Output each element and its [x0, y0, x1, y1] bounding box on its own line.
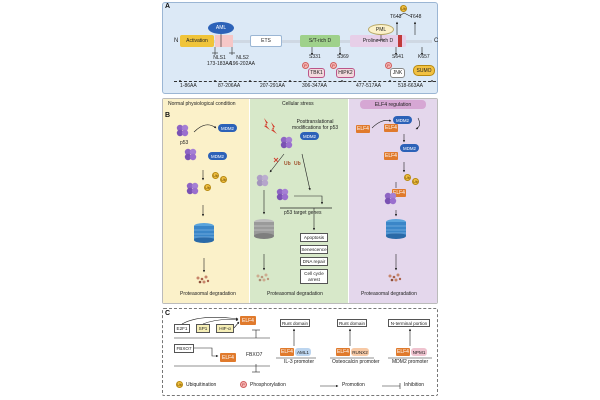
aml1-badge: AML1: [295, 348, 311, 356]
ub-icon: Ub: [400, 5, 407, 12]
s331-label: S331: [309, 54, 321, 60]
legend-ubiquitination: Ubiquitination: [186, 382, 217, 388]
panel-c-frame: [162, 308, 438, 396]
legend-inhibition: Inhibition: [404, 382, 425, 388]
jnk-badge: JNK: [390, 68, 405, 78]
t648-label: T648: [410, 14, 422, 20]
il3-promoter-label: IL-3 promoter: [284, 359, 315, 365]
elf4-badge: ELF4: [220, 353, 236, 362]
phospho-icon: P: [302, 62, 309, 69]
ub-text: Ub: [284, 161, 291, 167]
runx2-badge: RUNX2: [351, 348, 369, 356]
aml-ellipse: AML: [208, 22, 234, 34]
outcome-senescence: Senescence: [300, 245, 328, 254]
ub-icon: Ub: [212, 172, 219, 179]
legend-phosphorylation: Phosphorylation: [250, 382, 286, 388]
ub-icon: Ub: [412, 178, 419, 185]
ub-icon: Ub: [220, 176, 227, 183]
elf4-badge: ELF4: [384, 124, 398, 132]
sumo-badge: SUMO: [413, 65, 435, 76]
column-header-normal: Normal physiological condition: [168, 101, 236, 107]
mdm2-badge: MDM2: [400, 144, 419, 152]
s369-label: S369: [337, 54, 349, 60]
figure: A AML PML N C Activation ETS S/T-rich D …: [160, 0, 440, 400]
elf4-badge: ELF4: [280, 348, 294, 356]
range-axis: [174, 81, 436, 82]
outcome-dna-repair: DNA repair: [300, 257, 328, 266]
panel-a-letter: A: [165, 3, 171, 10]
elf4-badge: ELF4: [240, 316, 256, 325]
e2f1-box: E2F1: [174, 324, 190, 333]
mdm2-badge: MDM2: [208, 152, 227, 160]
pml-label: PML: [375, 26, 387, 33]
k657-label: K657: [418, 54, 430, 60]
aml-label: AML: [215, 25, 227, 31]
panel-b-letter: B: [165, 112, 171, 119]
range-label: 207-291AA: [260, 83, 286, 89]
tbk1-badge: TBK1: [308, 68, 325, 78]
degradation-label: Proteasomal degradation: [267, 291, 323, 297]
phospho-icon: P: [330, 62, 337, 69]
phospho-icon: P: [240, 381, 247, 388]
n-terminal-box: N-terminal portion: [388, 319, 430, 327]
degradation-label: Proteasomal degradation: [180, 291, 236, 297]
runt-domain-box: Runt domain: [337, 319, 367, 327]
elf4-badge: ELF4: [396, 348, 410, 356]
elf4-badge: ELF4: [384, 152, 398, 160]
p53-label: p53: [180, 140, 189, 146]
proline-accent: [398, 35, 402, 47]
runt-domain-box: Runt domain: [280, 319, 310, 327]
pml-ellipse: PML: [368, 24, 394, 35]
hif-box: HIF-α: [216, 324, 234, 333]
ub-icon: Ub: [404, 174, 411, 181]
range-label: 518-663AA: [398, 83, 424, 89]
mdm2-badge: MDM2: [393, 116, 412, 124]
degradation-label: Proteasomal degradation: [361, 291, 417, 297]
fbxo7-label: FBXO7: [246, 352, 263, 358]
fbxo7-box: FBXO7: [174, 344, 194, 353]
range-label: 306-347AA: [302, 83, 328, 89]
panel-a-background: [162, 2, 438, 94]
elf4-badge: ELF4: [336, 348, 350, 356]
phospho-icon: P: [385, 62, 392, 69]
elf4-badge: ELF4: [356, 125, 370, 133]
legend-promotion: Promotion: [342, 382, 365, 388]
ets-domain: ETS: [250, 35, 282, 47]
column-header-elf4: ELF4 regulation: [360, 100, 426, 109]
proline-rich-domain: Proline-rich D: [350, 35, 406, 47]
elf4-badge: ELF4: [392, 189, 406, 197]
osteocalcin-promoter-label: Osteocalcin promoter: [332, 359, 380, 365]
mdm2-promoter-label: MDM2 promoter: [392, 359, 429, 365]
sp1-box: SP1: [196, 324, 210, 333]
range-label: 1-86AA: [180, 83, 197, 89]
activation-domain: Activation: [180, 35, 214, 47]
mdm2-badge: MDM2: [300, 132, 319, 140]
p53-target-genes-label: p53 target genes: [284, 210, 322, 216]
outcome-apoptosis: Apoptosis: [300, 233, 328, 242]
s641-label: S641: [392, 54, 404, 60]
nls-block: [215, 35, 233, 47]
panel-c-letter: C: [165, 310, 171, 317]
ub-icon: Ub: [176, 381, 183, 388]
c-terminus: C: [434, 38, 439, 44]
column-header-stress: Cellular stress: [282, 101, 314, 107]
diagram-graphics: [174, 12, 433, 389]
hipk2-badge: HIPK2: [336, 68, 355, 78]
ub-text: Ub: [294, 161, 301, 167]
ub-icon: Ub: [204, 184, 211, 191]
t643-label: T643: [390, 14, 402, 20]
range-label: 477-517AA: [356, 83, 382, 89]
mdm2-badge: MDM2: [218, 124, 237, 132]
st-rich-domain: S/T-rich D: [300, 35, 340, 47]
range-label: 87-206AA: [218, 83, 241, 89]
cellular-stress-column: [250, 99, 348, 303]
npm1-badge: NPM1: [411, 348, 427, 356]
n-terminus: N: [174, 38, 179, 44]
panel-b-frame: [162, 98, 438, 304]
